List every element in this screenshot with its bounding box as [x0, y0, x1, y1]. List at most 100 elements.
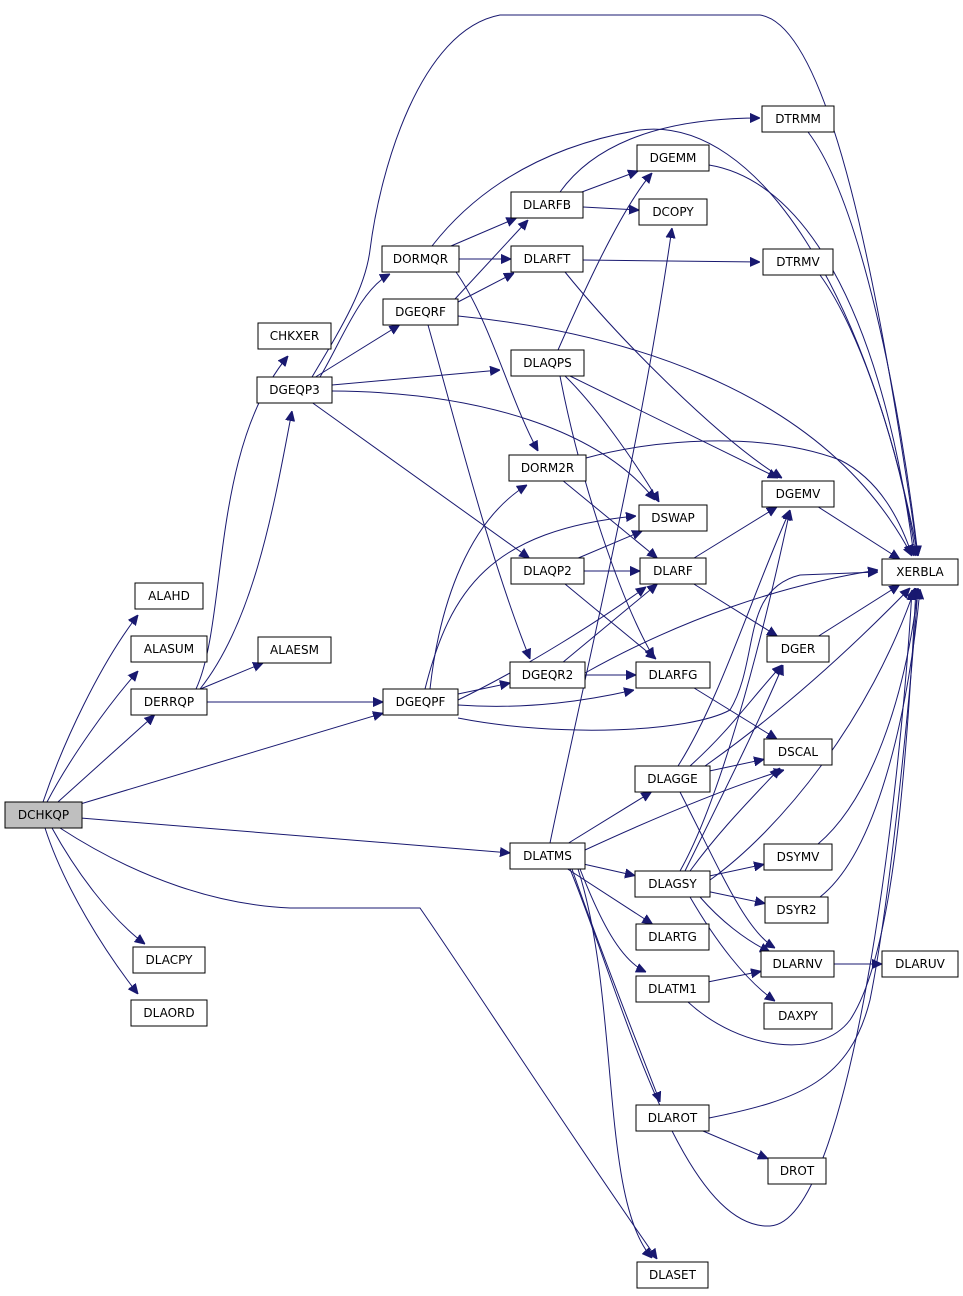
- edge-dlarfb-to-dgemm: [581, 171, 638, 193]
- node-dcopy[interactable]: DCOPY: [638, 198, 708, 226]
- edge-dger-to-xerbla: [818, 585, 900, 637]
- node-label: DLARFB: [523, 198, 571, 212]
- node-dgemv[interactable]: DGEMV: [761, 480, 835, 508]
- node-label: DGER: [781, 642, 815, 656]
- node-label: DLAGSY: [648, 877, 697, 891]
- edge-dlarfg-to-dscal: [693, 687, 777, 739]
- node-dsyr2[interactable]: DSYR2: [764, 896, 829, 924]
- node-dlartg[interactable]: DLARTG: [635, 923, 710, 951]
- node-label: DLASET: [649, 1268, 697, 1282]
- node-dlaqp2[interactable]: DLAQP2: [510, 557, 585, 585]
- node-layer: DCHKQP ALAHD ALASUM DERRQP DLACPY DLAORD CHKXE…: [4, 105, 959, 1289]
- edge-dchkqp-to-dlacpy: [51, 827, 145, 944]
- node-dtrmv[interactable]: DTRMV: [762, 248, 834, 276]
- node-label: DSCAL: [778, 745, 818, 759]
- node-dlagsy[interactable]: DLAGSY: [634, 870, 711, 898]
- edge-dgeqp3-to-dswap: [331, 390, 655, 500]
- edge-dgeqr2-to-dlarf: [562, 584, 657, 663]
- edge-dchkqp-to-dgeqpf: [81, 713, 383, 804]
- node-dgemm[interactable]: DGEMM: [636, 144, 710, 172]
- node-label: DLARFG: [649, 668, 698, 682]
- edge-dlarft-to-dtrmv: [582, 260, 760, 262]
- edge-dchkqp-to-dlaset: [59, 827, 657, 1259]
- edge-dtrmm-to-xerbla: [807, 131, 918, 556]
- node-dlaqps[interactable]: DLAQPS: [510, 349, 585, 377]
- node-dlaord[interactable]: DLAORD: [130, 999, 208, 1027]
- node-label: DSWAP: [651, 511, 695, 525]
- edge-dchkqp-to-dlatms: [81, 817, 510, 853]
- node-chkxer[interactable]: CHKXER: [257, 322, 332, 350]
- edge-dlagsy-to-dger: [684, 665, 783, 872]
- node-label: DGEMV: [776, 487, 821, 501]
- edge-dlarf-to-dger: [693, 583, 777, 636]
- node-dormqr[interactable]: DORMQR: [381, 245, 460, 273]
- edge-dorm2r-to-dlarf: [562, 480, 657, 558]
- node-label: DLAQPS: [523, 356, 572, 370]
- edge-dlatms-to-xerbla: [569, 590, 912, 1227]
- edge-dgeqpf-to-dlarfg: [457, 690, 634, 707]
- node-dlarot[interactable]: DLAROT: [635, 1104, 710, 1132]
- node-dger[interactable]: DGER: [766, 635, 830, 663]
- edge-dlagsy-to-dscal: [689, 768, 780, 872]
- node-dlatms[interactable]: DLATMS: [509, 842, 586, 870]
- node-dgeqrf[interactable]: DGEQRF: [382, 298, 459, 326]
- node-dchkqp[interactable]: DCHKQP: [4, 801, 83, 829]
- node-dlarf[interactable]: DLARF: [639, 557, 707, 585]
- node-dlarnv[interactable]: DLARNV: [760, 950, 835, 978]
- node-daxpy[interactable]: DAXPY: [763, 1002, 833, 1030]
- edge-dgeqrf-to-dgeqr2: [427, 324, 530, 659]
- node-alasum[interactable]: ALASUM: [130, 635, 208, 663]
- node-dsymv[interactable]: DSYMV: [763, 843, 833, 871]
- edge-dlarfb-to-dcopy: [582, 207, 639, 210]
- node-dscal[interactable]: DSCAL: [763, 738, 833, 766]
- node-xerbla[interactable]: XERBLA: [881, 558, 959, 586]
- node-label: DTRMV: [776, 255, 820, 269]
- node-label: DSYR2: [776, 903, 816, 917]
- node-label: DAXPY: [778, 1009, 818, 1023]
- node-label: DGEQPF: [396, 695, 446, 709]
- edge-dlarft-to-dgemv: [564, 271, 782, 478]
- node-dswap[interactable]: DSWAP: [638, 504, 708, 532]
- edge-dgeqpf-to-dorm2r: [429, 485, 527, 690]
- edge-dormqr-to-dlarfb: [450, 218, 517, 247]
- edge-dlatms-to-dlarot: [571, 868, 660, 1102]
- node-dlagge[interactable]: DLAGGE: [634, 765, 711, 793]
- edge-dgeqp3-to-dlaqps: [331, 370, 500, 386]
- node-alaesm[interactable]: ALAESM: [257, 636, 332, 664]
- node-dorm2r[interactable]: DORM2R: [508, 454, 587, 482]
- edge-dgeqr2-to-xerbla: [584, 570, 878, 674]
- node-label: DERRQP: [144, 695, 194, 709]
- node-dlarfb[interactable]: DLARFB: [510, 191, 584, 219]
- edge-dgemv-to-xerbla: [818, 506, 899, 559]
- edge-dgeqp3-to-dlaqp2: [312, 402, 530, 558]
- edge-derrqp-to-alaesm: [200, 663, 263, 690]
- edge-dtrmv-to-xerbla: [819, 274, 916, 556]
- edge-dlagsy-to-dsyr2: [709, 891, 765, 904]
- node-label: DSYMV: [777, 850, 821, 864]
- node-dlatm1[interactable]: DLATM1: [635, 975, 710, 1003]
- node-label: DLAQP2: [523, 564, 572, 578]
- node-dlacpy[interactable]: DLACPY: [132, 946, 206, 974]
- edge-dlaqp2-to-dswap: [578, 531, 642, 559]
- edge-dlagsy-to-dlarnv: [699, 896, 770, 952]
- node-dlarfg[interactable]: DLARFG: [635, 661, 711, 689]
- node-label: DLARTG: [648, 930, 697, 944]
- edge-dlatms-to-dlagge: [568, 792, 652, 844]
- node-dgeqp3[interactable]: DGEQP3: [256, 376, 333, 404]
- node-dtrmm[interactable]: DTRMM: [761, 105, 835, 133]
- edge-dchkqp-to-alahd: [42, 615, 138, 803]
- edge-dchkqp-to-derrqp: [57, 715, 155, 803]
- edge-dlarot-to-drot: [702, 1130, 768, 1159]
- edge-dlatm1-to-xerbla: [687, 588, 916, 1046]
- edge-dlarf-to-dgemv: [693, 507, 777, 559]
- node-derrqp[interactable]: DERRQP: [130, 688, 208, 716]
- node-dlaruv[interactable]: DLARUV: [881, 950, 959, 978]
- node-dgeqpf[interactable]: DGEQPF: [382, 688, 459, 716]
- node-dgeqr2[interactable]: DGEQR2: [509, 661, 586, 689]
- node-dlaset[interactable]: DLASET: [636, 1261, 709, 1289]
- node-alahd[interactable]: ALAHD: [134, 582, 204, 610]
- node-label: ALAHD: [148, 589, 190, 603]
- node-dlarft[interactable]: DLARFT: [510, 245, 584, 273]
- node-drot[interactable]: DROT: [767, 1157, 827, 1185]
